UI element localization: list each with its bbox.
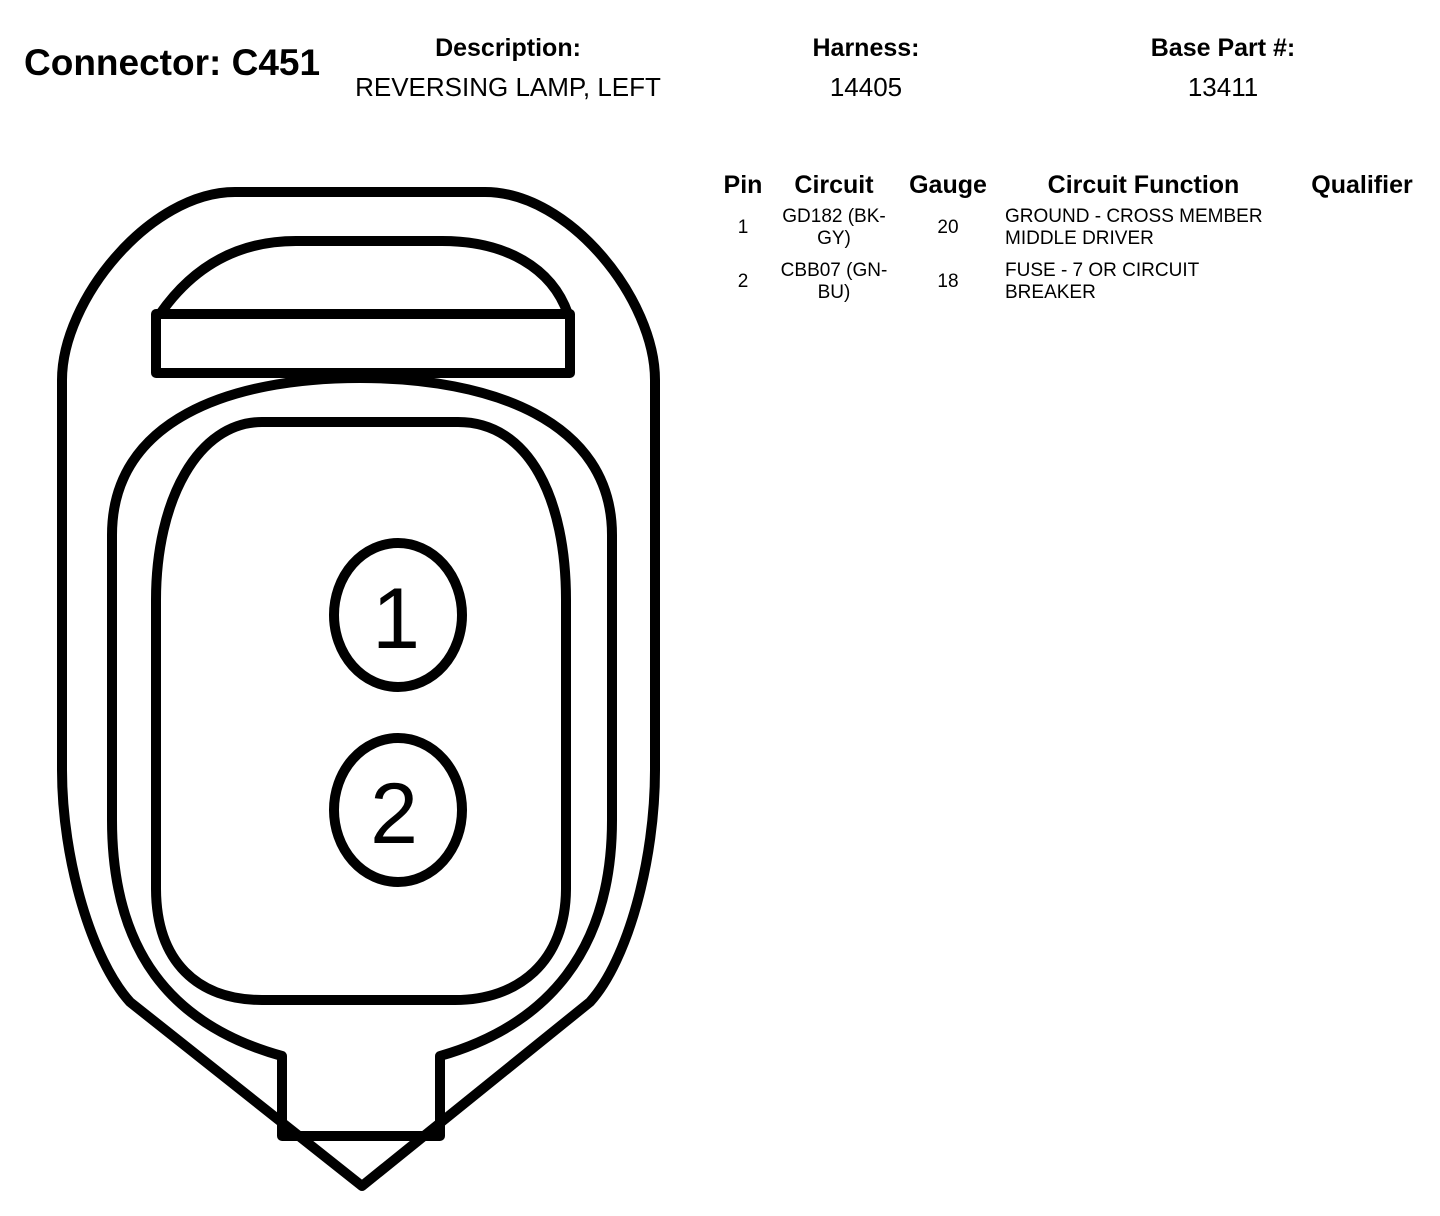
table-row: 2 CBB07 (GN-BU) 18 FUSE - 7 OR CIRCUIT B… [712,256,1439,310]
lock-dome [155,236,573,317]
cell-gauge: 18 [937,271,959,292]
base-part-value: 13411 [1187,72,1259,102]
cell-gauge: 20 [937,217,959,238]
pin-table: Pin Circuit Gauge Circuit Function Quali… [712,168,1439,310]
table-row: 1 GD182 (BK-GY) 20 GROUND - CROSS MEMBER… [712,202,1439,256]
cell-pin: 2 [737,271,749,292]
pin-label-2: 2 [370,766,418,862]
cell-qualifier [1285,256,1439,310]
outer-housing [57,187,660,1191]
pin-cavity-1 [329,538,467,692]
cell-qualifier [1285,202,1439,256]
inner-cavity-wall [107,373,617,1141]
cell-circuit: GD182 (BK-GY) [782,206,886,249]
harness-value: 14405 [829,72,903,102]
cell-circuit: CBB07 (GN-BU) [780,260,888,303]
pin-cavity-2 [329,733,467,887]
description-label: Description: [435,34,581,62]
pin-table-header-row: Pin Circuit Gauge Circuit Function Quali… [712,168,1439,202]
connector-title: Connector: C451 [24,42,321,83]
harness-label: Harness: [812,34,920,62]
base-part-label: Base Part #: [1150,34,1296,62]
cell-circuit-function: FUSE - 7 OR CIRCUIT BREAKER [1005,260,1199,303]
column-header-circuit: Circuit [794,170,874,199]
description-value: REVERSING LAMP, LEFT [355,72,661,102]
column-header-pin: Pin [723,170,763,199]
lock-bar [151,309,575,378]
pin-label-1: 1 [372,571,420,667]
cell-circuit-function: GROUND - CROSS MEMBER MIDDLE DRIVER [1005,206,1263,249]
terminal-pocket [151,417,571,1005]
column-header-gauge: Gauge [909,170,987,199]
column-header-circuit-function: Circuit Function [1047,170,1240,199]
cell-pin: 1 [737,217,749,238]
column-header-qualifier: Qualifier [1311,170,1413,199]
connector-face-diagram: 1 2 [57,187,660,1191]
